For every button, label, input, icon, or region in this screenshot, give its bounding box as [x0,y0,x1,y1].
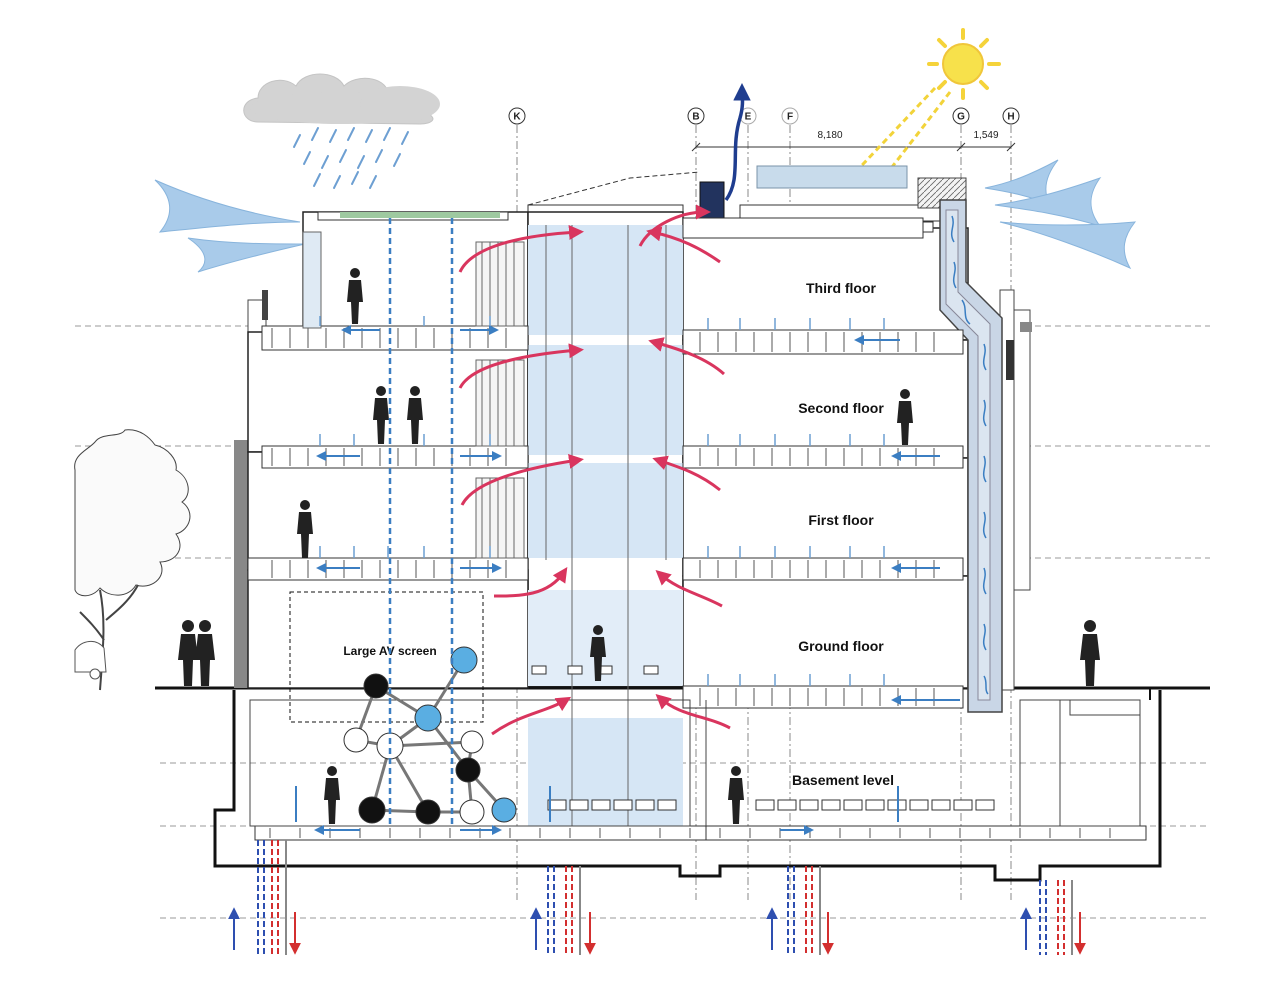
floor-label-first: First floor [808,512,874,528]
grid-bubble-h: H [1002,107,1020,125]
person-street-right [1080,620,1100,686]
sun-rays [843,86,952,185]
ground-pipes [257,840,1073,955]
floor-label-second: Second floor [798,400,884,416]
person-basement-right [728,766,744,824]
seating-rows [531,665,995,811]
person-basement-left [324,766,340,824]
pipe-flow-arrows [228,907,1086,955]
wind-icon [154,159,1137,273]
neighbour-right [999,289,1032,691]
floor-label-basement: Basement level [792,772,894,788]
person-street-left-a [178,620,198,686]
person-atrium-ground [590,625,606,681]
floor-supply-arrows [314,325,960,835]
person-third-left [347,268,363,324]
dimension-side: 1,549 [973,130,998,141]
sun-icon [927,28,1001,100]
grid-label-e: E [745,112,752,123]
grid-label-b: B [692,112,699,123]
warm-air-arrows [458,204,731,736]
basement-shell [213,690,1162,882]
person-icon [178,268,1100,824]
dimension-line [691,142,1016,152]
rain-icon [293,127,409,189]
grid-label-f: F [787,112,793,123]
person-first-left [297,500,313,558]
grid-bubble-k: K [508,107,526,125]
displacement-arrows [295,316,899,822]
person-street-left-b [195,620,215,686]
person-second-left-b [407,386,423,444]
grid-bubble-f: F [781,107,799,125]
tree-icon [74,429,191,691]
person-second-right [897,389,913,445]
cloud-icon [243,73,440,125]
grid-bubble-g: G [952,107,970,125]
atrium-glazing [528,225,683,826]
facade-louvres [302,231,525,559]
person-second-left-a [373,386,389,444]
grid-label-g: G [957,112,965,123]
floor-label-third: Third floor [806,280,877,296]
grid-label-k: K [513,112,521,123]
ventilation-shaft [939,199,1003,713]
grid-label-h: H [1007,112,1014,123]
grid-bubbles: K B E F G H [508,107,1020,125]
floor-label-ground: Ground floor [798,638,884,654]
shaft-airflow [950,215,989,695]
dimension-main: 8,180 [817,130,842,141]
roof-exhaust-arrow [724,83,751,202]
parked-car [74,641,107,680]
basement-inner [249,699,1141,827]
atomium-spheres [343,646,517,825]
grid-bubble-b: B [687,107,705,125]
street-step [1040,687,1151,700]
supply-ducts [388,218,454,826]
av-screen-outline [289,591,484,723]
